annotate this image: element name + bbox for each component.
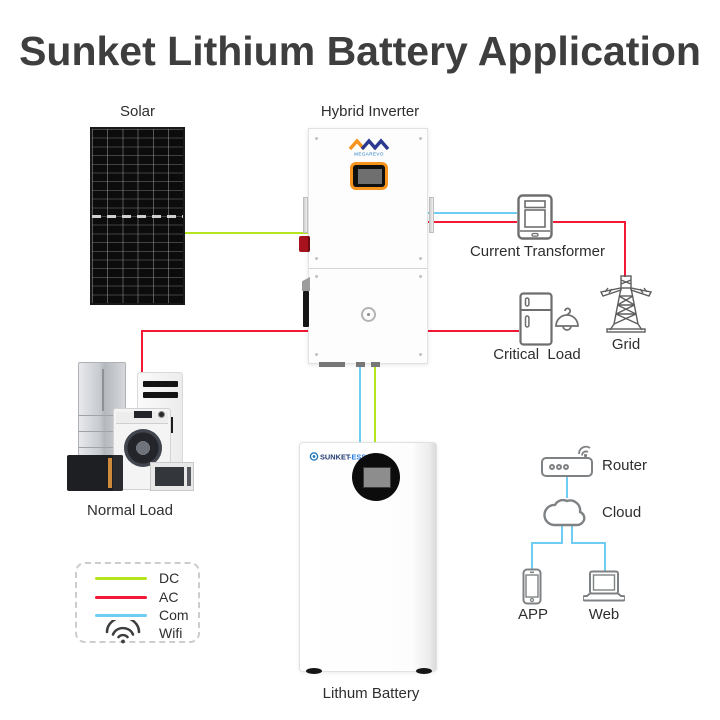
inverter-port: [319, 362, 345, 367]
critical-load-lamp-icon: [555, 307, 579, 331]
svg-text:MEGAREVO: MEGAREVO: [354, 152, 384, 157]
current-transformer-icon: [517, 194, 553, 240]
screw-icon: [315, 257, 318, 260]
web-laptop-icon: [583, 570, 625, 602]
hybrid-inverter-label: Hybrid Inverter: [320, 103, 420, 120]
lithium-battery: SUNKET -ESS: [299, 442, 437, 674]
solar-panel-midband: [92, 215, 183, 218]
mount-rail-right: [429, 197, 434, 233]
screw-icon: [419, 257, 422, 260]
router-label: Router: [602, 457, 648, 474]
wifi-antenna-rod: [303, 291, 309, 327]
inverter-port: [371, 362, 380, 367]
web-label: Web: [588, 606, 620, 623]
current-transformer-label: Current Transformer: [469, 243, 606, 260]
microwave-icon: [67, 455, 123, 491]
screw-icon: [315, 275, 318, 278]
grid-tower-icon: [599, 275, 653, 333]
inverter-badge-icon: [361, 307, 376, 322]
battery-foot: [306, 668, 322, 674]
solar-label: Solar: [119, 103, 156, 120]
page-title: Sunket Lithium Battery Application: [19, 28, 701, 74]
lithium-battery-label: Lithum Battery: [322, 685, 420, 702]
cloud-label: Cloud: [602, 504, 642, 521]
screw-icon: [419, 137, 422, 140]
screw-icon: [315, 137, 318, 140]
cloud-icon: [543, 498, 586, 527]
legend-ac-label: AC: [159, 589, 179, 605]
router-icon: [541, 445, 593, 477]
normal-load-label: Normal Load: [87, 502, 173, 519]
legend-ac-swatch: [95, 596, 147, 599]
legend-box: DC AC Com Wifi: [75, 562, 200, 644]
dc-switch-knob[interactable]: [299, 236, 310, 252]
sunket-ess-logo: SUNKET -ESS: [309, 452, 366, 462]
svg-text:-ESS: -ESS: [349, 453, 366, 462]
wifi-icon: [105, 620, 141, 644]
hybrid-inverter: MEGAREVO: [299, 128, 434, 367]
inverter-divider: [309, 268, 427, 269]
legend-com-swatch: [95, 614, 147, 617]
inverter-port: [356, 362, 365, 367]
critical-load-label: Critical Load: [493, 346, 581, 363]
battery-display: [352, 453, 400, 501]
battery-foot: [416, 668, 432, 674]
app-phone-icon: [522, 568, 542, 605]
wifi-antenna-icon: [302, 277, 310, 291]
legend-dc-swatch: [95, 577, 147, 580]
normal-load-group: [60, 355, 200, 495]
legend-dc-label: DC: [159, 570, 180, 586]
inverter-screen: [358, 169, 382, 184]
microwave-icon: [150, 462, 194, 491]
mount-rail-left: [303, 197, 308, 233]
solar-panel: [90, 127, 185, 305]
grid-label: Grid: [611, 336, 641, 353]
screw-icon: [419, 275, 422, 278]
critical-load-fridge-icon: [519, 292, 553, 346]
inverter-display: [350, 162, 388, 190]
svg-text:SUNKET: SUNKET: [320, 453, 351, 462]
megarevo-logo-icon: MEGAREVO: [348, 138, 390, 157]
screw-icon: [419, 353, 422, 356]
screw-icon: [315, 353, 318, 356]
app-label: APP: [517, 606, 548, 623]
legend-com-label: Com: [159, 607, 189, 623]
legend-wifi-label: Wifi: [159, 625, 183, 641]
